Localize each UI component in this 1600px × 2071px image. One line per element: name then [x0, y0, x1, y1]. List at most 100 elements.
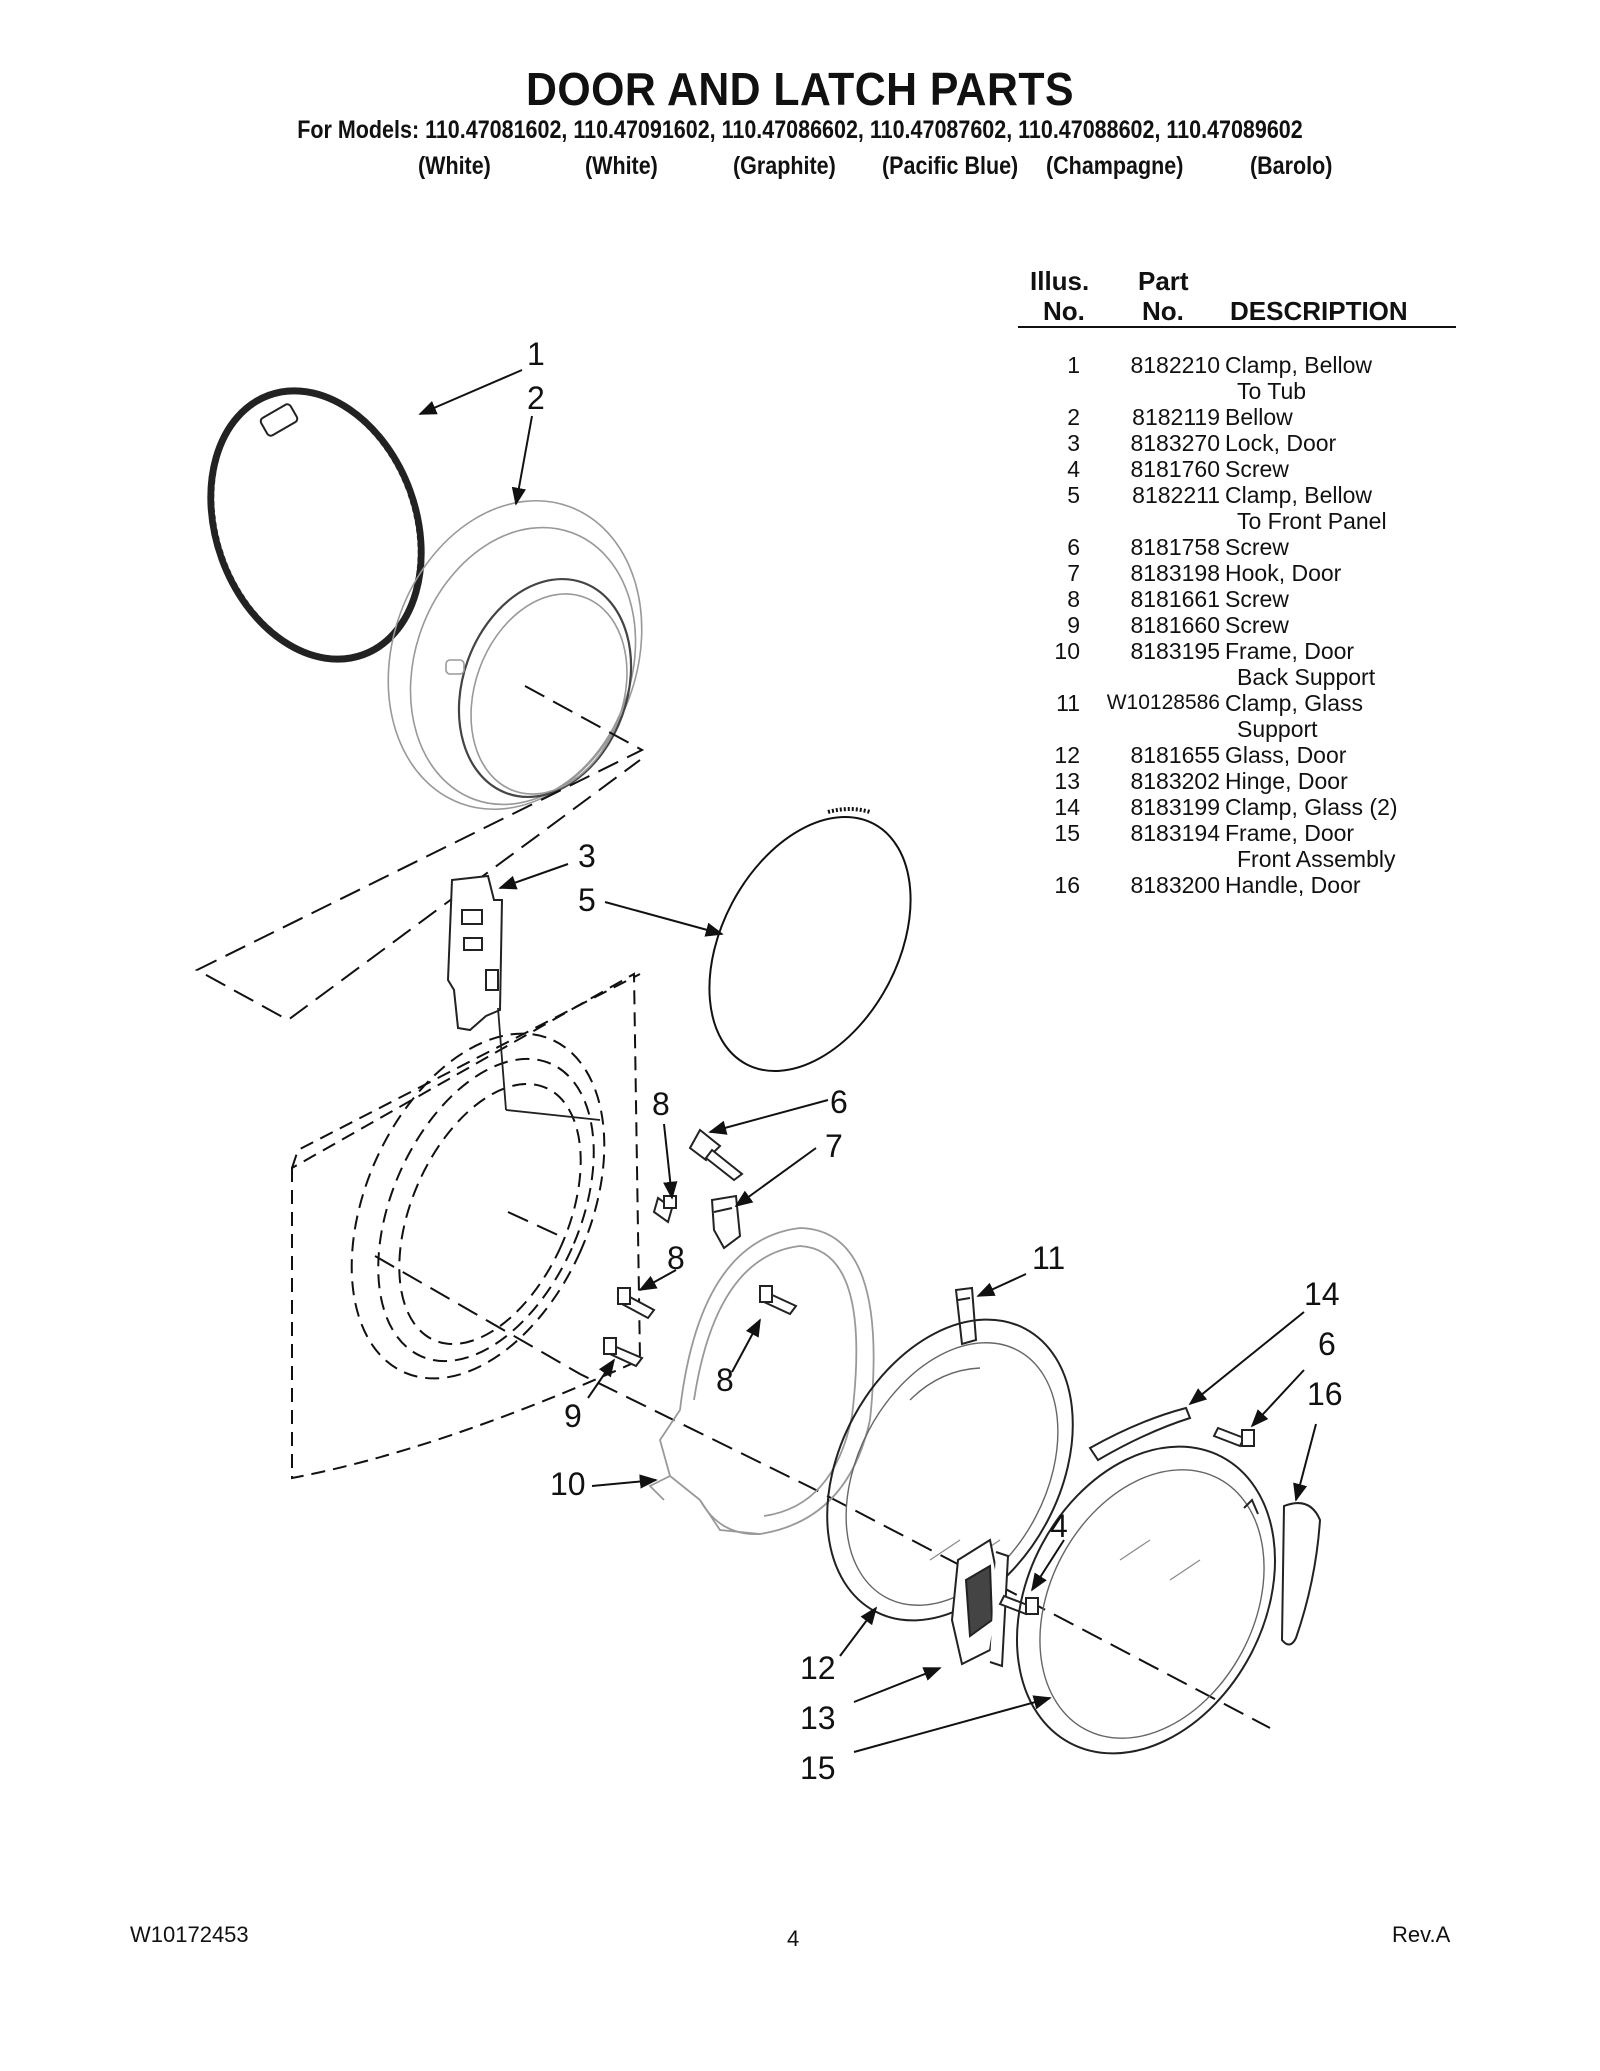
front-panel-part — [291, 972, 642, 1480]
door-hinge-part — [950, 1538, 1010, 1668]
callout-16: 16 — [1307, 1376, 1343, 1412]
row-part-no: 8183270 — [1130, 430, 1220, 456]
row-part-no: 8181660 — [1130, 612, 1220, 638]
row-description: Lock, Door — [1225, 430, 1337, 456]
header-illus-bottom: No. — [1043, 296, 1085, 326]
row-part-no: W10128586 — [1106, 691, 1220, 714]
callout-14: 14 — [1304, 1276, 1340, 1312]
header-description: DESCRIPTION — [1230, 296, 1408, 326]
callout-1: 1 — [527, 336, 545, 372]
row-illus-no: 7 — [1067, 560, 1080, 586]
row-description: Hinge, Door — [1225, 768, 1348, 794]
footer-revision: Rev.A — [1392, 1922, 1451, 1947]
callout-8-left: 8 — [667, 1240, 685, 1276]
callout-8-right: 8 — [716, 1362, 734, 1398]
color-label-1: (White) — [418, 152, 491, 180]
row-description: Glass, Door — [1225, 742, 1347, 768]
screw-8-upper — [652, 1195, 677, 1224]
row-illus-no: 13 — [1054, 768, 1080, 794]
row-illus-no: 5 — [1067, 482, 1080, 508]
row-illus-no: 9 — [1067, 612, 1080, 638]
screw-8-left — [617, 1287, 656, 1320]
header-illus-top: Illus. — [1030, 266, 1090, 296]
callout-8-upper: 8 — [652, 1086, 670, 1122]
callout-3: 3 — [578, 838, 596, 874]
color-label-5: (Champagne) — [1046, 152, 1184, 180]
screw-8-right — [759, 1285, 798, 1316]
color-label-6: (Barolo) — [1250, 152, 1333, 180]
callout-2: 2 — [527, 380, 545, 416]
screw-6-lower — [1212, 1426, 1255, 1448]
row-illus-no: 12 — [1054, 742, 1080, 768]
row-part-no: 8181661 — [1130, 586, 1220, 612]
row-description: Hook, Door — [1225, 560, 1342, 586]
callout-6-upper: 6 — [830, 1084, 848, 1120]
header-part-top: Part — [1138, 266, 1189, 296]
row-illus-no: 11 — [1056, 690, 1080, 716]
callout-5: 5 — [578, 882, 596, 918]
callout-9: 9 — [564, 1398, 582, 1434]
row-illus-no: 4 — [1067, 456, 1080, 482]
color-label-4: (Pacific Blue) — [882, 152, 1019, 180]
row-illus-no: 14 — [1054, 794, 1080, 820]
models-line: For Models: 110.47081602, 110.47091602, … — [297, 116, 1303, 144]
callout-7: 7 — [825, 1128, 843, 1164]
bellow-clamp-part — [207, 387, 425, 663]
row-illus-no: 1 — [1067, 352, 1080, 378]
footer-page-number: 4 — [787, 1926, 800, 1951]
color-label-3: (Graphite) — [733, 152, 836, 180]
door-lock-part — [446, 874, 601, 1121]
row-part-no: 8183199 — [1130, 794, 1220, 820]
row-part-no: 8181655 — [1130, 742, 1220, 768]
door-handle-part — [1280, 1502, 1322, 1646]
row-part-no: 8183202 — [1130, 768, 1220, 794]
bellow-part — [387, 499, 643, 811]
header-part-bottom: No. — [1142, 296, 1184, 326]
row-part-no: 8183195 — [1130, 638, 1220, 664]
row-illus-no: 8 — [1067, 586, 1080, 612]
row-part-no: 8182119 — [1132, 404, 1220, 430]
door-frame-front-part — [1016, 1445, 1276, 1755]
row-description: Screw — [1225, 534, 1289, 560]
table-header-rule — [1018, 326, 1456, 328]
callout-6-lower: 6 — [1318, 1326, 1336, 1362]
glass-support-clamp-part — [954, 1286, 978, 1346]
row-part-no: 8181758 — [1130, 534, 1220, 560]
row-illus-no: 16 — [1054, 872, 1080, 898]
row-description: Clamp, Glass (2) — [1225, 794, 1398, 820]
callout-4: 4 — [1050, 1508, 1068, 1544]
callout-15: 15 — [800, 1750, 836, 1786]
callout-11: 11 — [1032, 1240, 1066, 1276]
door-glass-part — [826, 1318, 1074, 1622]
row-part-no: 8182211 — [1132, 482, 1220, 508]
row-description: Handle, Door — [1225, 872, 1361, 898]
page-title: DOOR AND LATCH PARTS — [525, 63, 1074, 115]
row-illus-no: 3 — [1067, 430, 1080, 456]
row-description: Screw — [1225, 586, 1289, 612]
assembly-guide-lines — [194, 685, 1271, 1729]
color-label-2: (White) — [585, 152, 658, 180]
door-hook-part — [710, 1194, 742, 1250]
row-description: Screw — [1225, 612, 1289, 638]
glass-clamp-part — [1088, 1406, 1192, 1462]
row-part-no: 8182210 — [1130, 352, 1220, 378]
callout-13: 13 — [800, 1700, 836, 1736]
row-description: Screw — [1225, 456, 1289, 482]
row-part-no: 8183198 — [1130, 560, 1220, 586]
row-illus-no: 10 — [1054, 638, 1080, 664]
front-panel-clamp-part — [708, 807, 912, 1072]
row-illus-no: 2 — [1067, 404, 1080, 430]
row-illus-no: 6 — [1067, 534, 1080, 560]
callout-10: 10 — [550, 1466, 586, 1502]
row-illus-no: 15 — [1054, 820, 1080, 846]
screw-9 — [603, 1337, 644, 1368]
row-description: Bellow — [1225, 404, 1293, 430]
leader-lines — [418, 369, 1317, 1753]
row-part-no: 8183200 — [1130, 872, 1220, 898]
